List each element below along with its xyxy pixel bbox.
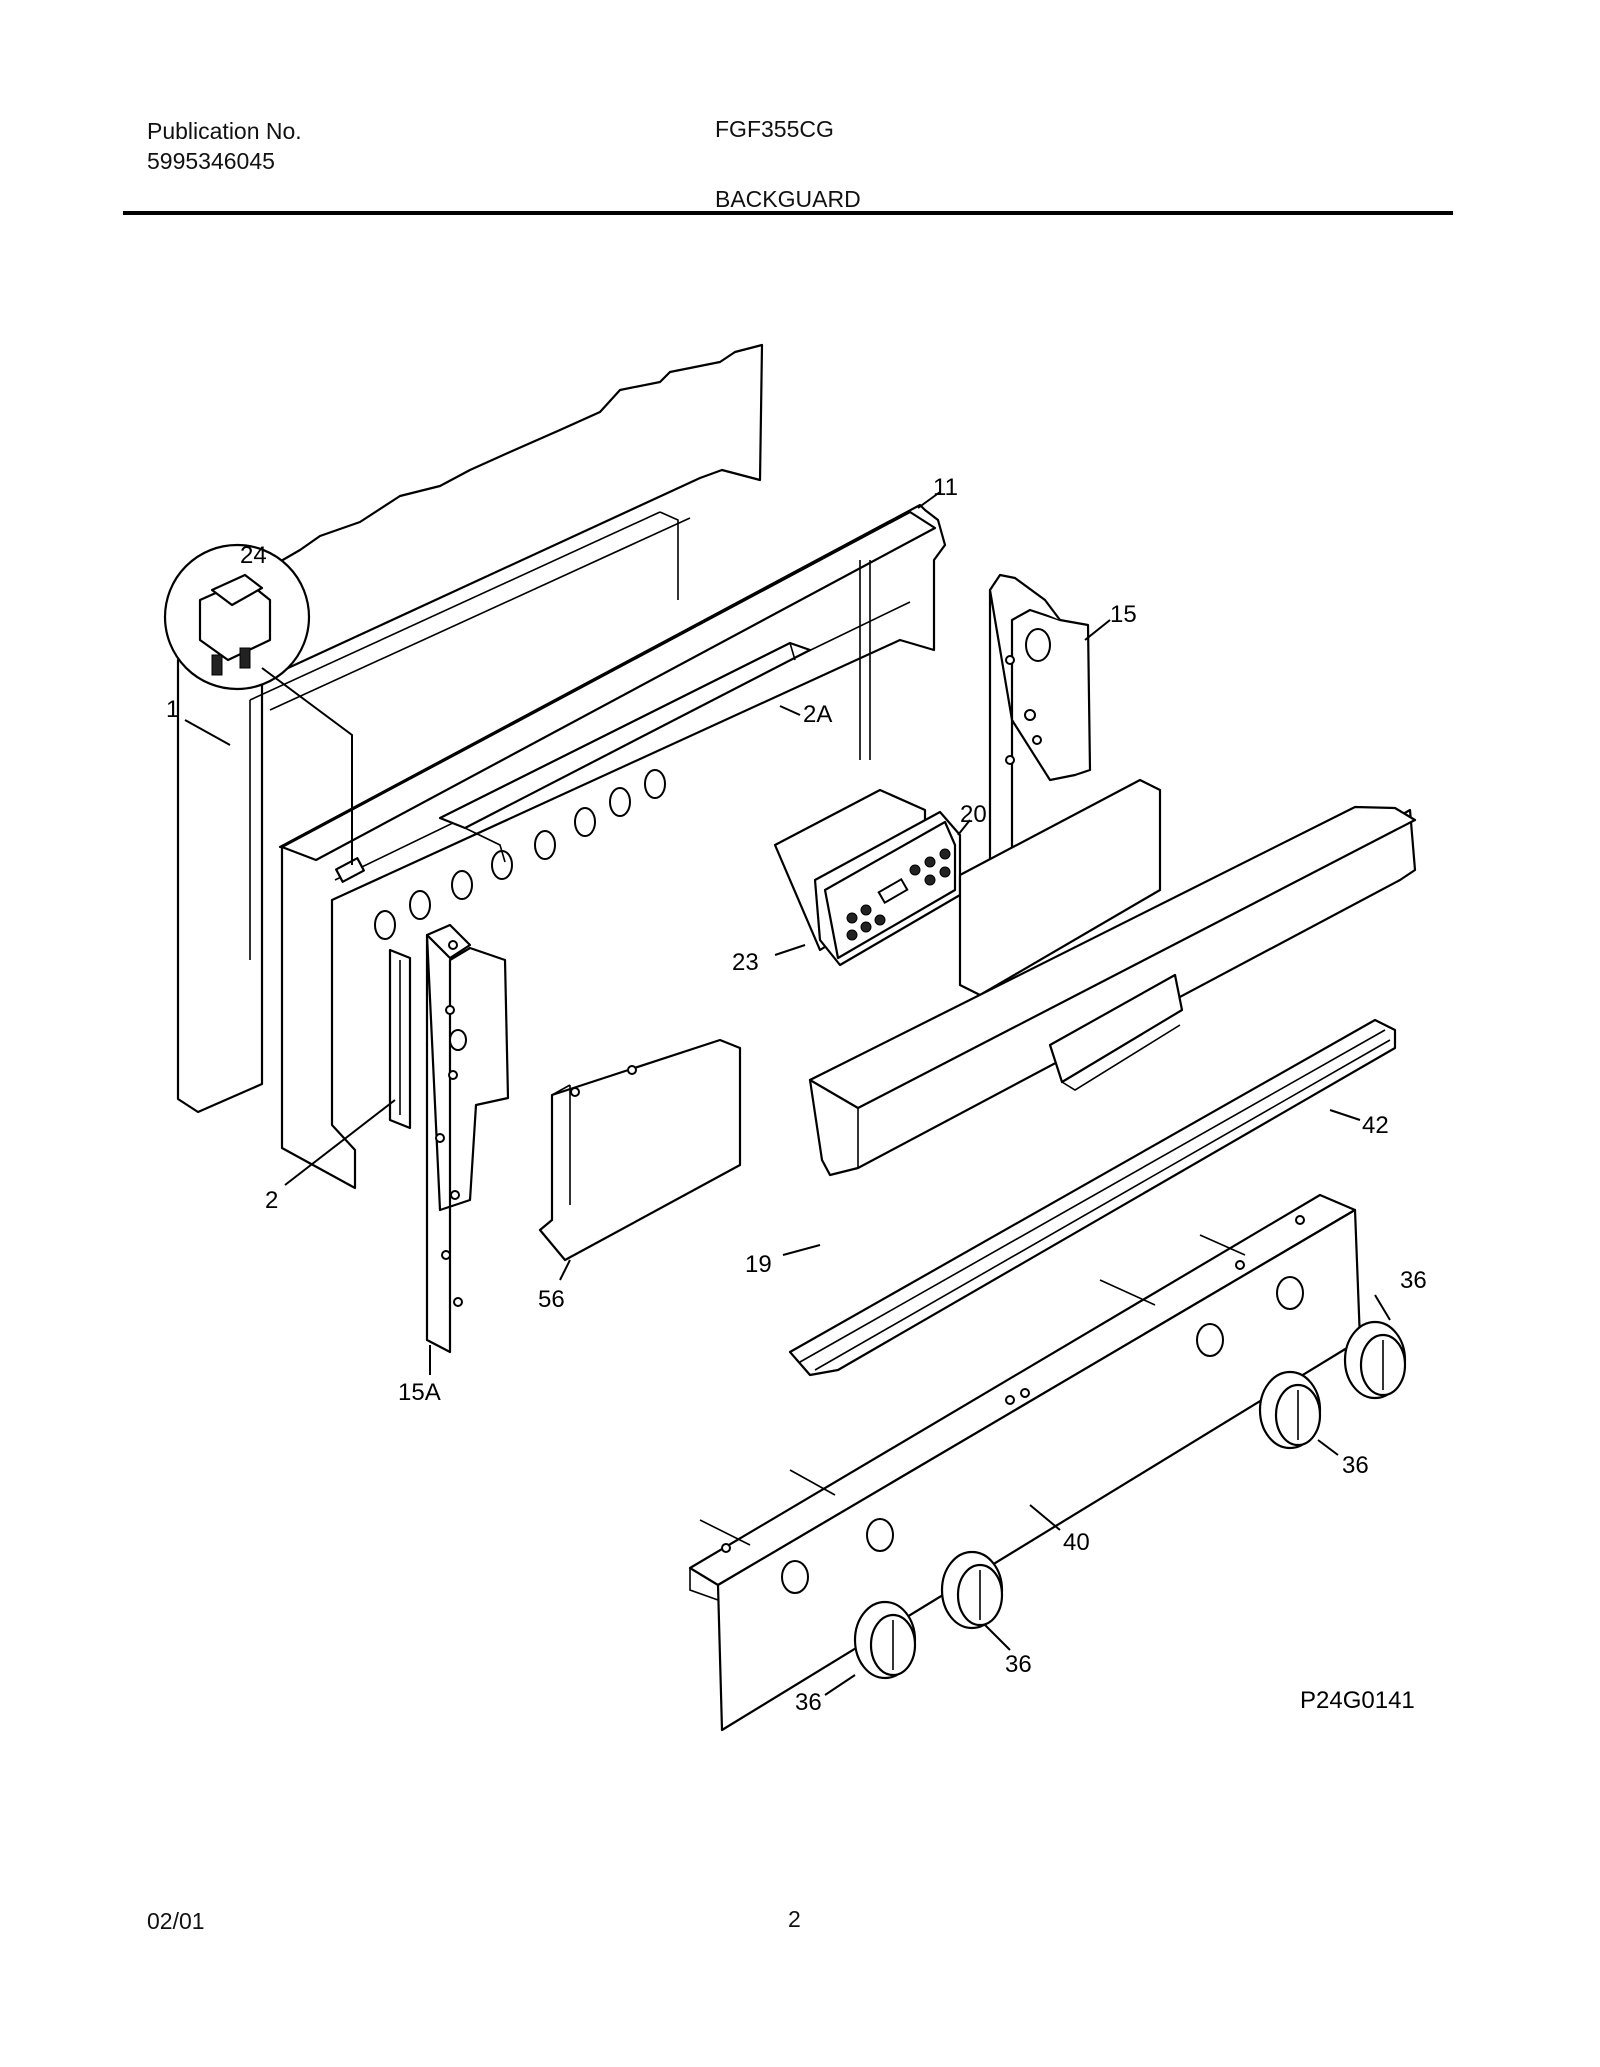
part-20-control-board — [773, 788, 962, 967]
callout-20: 20 — [960, 801, 987, 828]
callout-24: 24 — [240, 542, 267, 569]
right-cover-panel — [958, 778, 1162, 997]
model-number: FGF355CG — [715, 116, 834, 142]
part-2-side-bracket — [388, 948, 412, 1130]
leader-lines — [184, 491, 1391, 1696]
callout-15a: 15A — [398, 1379, 441, 1406]
callout-15: 15 — [1110, 601, 1137, 628]
header-rule — [123, 211, 1453, 215]
callout-56: 56 — [538, 1286, 565, 1313]
callout-42: 42 — [1362, 1112, 1389, 1139]
section-title: BACKGUARD — [715, 186, 861, 212]
callout-1: 1 — [166, 696, 179, 723]
callout-2a: 2A — [803, 701, 832, 728]
callout-11: 11 — [933, 474, 958, 501]
callout-19: 19 — [745, 1251, 772, 1278]
publication-label: Publication No. — [147, 118, 302, 144]
callout-36-left-upper: 36 — [1005, 1651, 1032, 1678]
part-40-manifold-panel — [688, 1193, 1362, 1732]
part-11-backguard-frame — [278, 503, 947, 1190]
footer-date: 02/01 — [147, 1908, 205, 1934]
part-36-knob-1 — [853, 1600, 917, 1680]
part-36-knob-4 — [1343, 1320, 1407, 1400]
part-24-switch-inset — [163, 543, 353, 865]
callout-36-left-lower: 36 — [795, 1689, 822, 1716]
part-36-knob-2 — [940, 1550, 1004, 1630]
part-36-knob-3 — [1258, 1370, 1322, 1450]
callout-40: 40 — [1063, 1529, 1090, 1556]
publication-number: 5995346045 — [147, 148, 275, 174]
part-15a-side-bracket — [425, 923, 510, 1354]
callout-36-right-upper: 36 — [1400, 1267, 1427, 1294]
part-56-cover-plate — [538, 1038, 742, 1262]
part-42-trim — [788, 1018, 1397, 1377]
callout-23: 23 — [732, 949, 759, 976]
part-2a-bracket — [438, 641, 812, 863]
part-19-control-panel — [808, 805, 1417, 1177]
callout-36-right-lower: 36 — [1342, 1452, 1369, 1479]
figure-code: P24G0141 — [1300, 1687, 1415, 1714]
callout-2: 2 — [265, 1187, 278, 1214]
footer-page-number: 2 — [788, 1906, 801, 1932]
